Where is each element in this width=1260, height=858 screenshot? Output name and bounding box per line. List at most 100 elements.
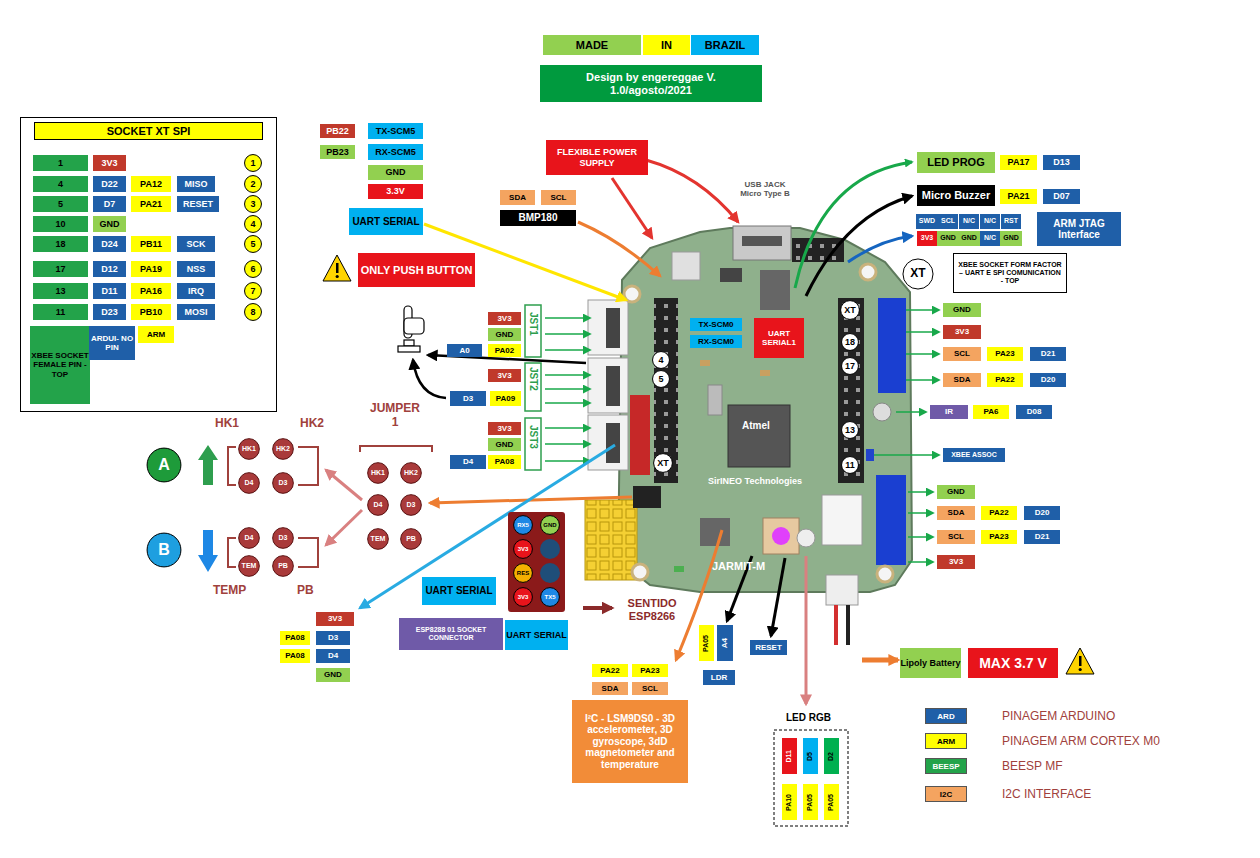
power-pin: 3V3 — [316, 612, 354, 626]
node-text: GND — [1003, 234, 1019, 242]
annotation-label: HK2 — [300, 417, 324, 431]
node-text: RESET — [755, 643, 782, 652]
leader-arrow — [805, 556, 808, 704]
circuit-board — [606, 423, 620, 463]
circuit-board — [585, 500, 637, 580]
sensor-note: I²C - LSM9DS0 - 3D accelerometer, 3D gyr… — [572, 700, 688, 783]
circle-outline — [514, 540, 533, 559]
circle-outline — [842, 422, 859, 439]
beesp-pin: 10 — [33, 216, 88, 232]
leader-arrow — [676, 530, 722, 660]
circle-outline — [541, 588, 560, 607]
header-number: XT — [840, 300, 860, 320]
node-text: PA09 — [496, 394, 515, 403]
esp-pin: 3V3 — [513, 539, 533, 559]
circuit-board — [700, 360, 710, 366]
leader-arrow — [360, 445, 615, 608]
arduino-pin: D24 — [93, 236, 126, 252]
circuit-board — [606, 366, 620, 406]
jst-bracket — [525, 363, 541, 411]
circle-outline — [368, 529, 389, 550]
arm-pin: PA22 — [987, 373, 1023, 387]
leader-arrow — [545, 460, 590, 462]
direction-arrow — [198, 445, 218, 485]
arm-pin: PA6 — [973, 405, 1009, 419]
node-text: 3V3 — [497, 424, 511, 433]
arm-pin: PA09 — [490, 391, 521, 406]
legend-swatch: BEESP — [925, 758, 967, 774]
esp-pin: RX5 — [513, 515, 533, 535]
circle-outline — [273, 528, 294, 549]
node-text: 8 — [250, 307, 255, 317]
arduino-pin: MOSI — [177, 304, 215, 320]
push-button-icon — [398, 306, 424, 352]
header-number: 11 — [841, 456, 859, 474]
circle-outline — [273, 439, 294, 460]
circle-outline — [239, 528, 260, 549]
callout-number: 3 — [244, 195, 262, 213]
arm-pin: PA02 — [488, 344, 521, 357]
leader-arrow — [545, 374, 590, 376]
arm-pin: PB10 — [131, 304, 171, 320]
node-text: XBEE SOCKET FORM FACTOR – UART E SPI COM… — [957, 261, 1063, 285]
circuit-board — [838, 298, 864, 483]
arduino-pin: D07 — [1043, 189, 1080, 204]
ground-pin: GND — [937, 485, 975, 499]
power-pin: 3V3 — [488, 312, 521, 325]
node-text: 3 — [250, 199, 255, 209]
jumper-pad: PB — [272, 555, 294, 577]
circle-outline — [653, 352, 670, 369]
leader-arrow — [583, 606, 612, 610]
uart-label: UART SERIAL — [422, 577, 495, 605]
circuit-board — [720, 268, 742, 282]
annotation-label: JST1 — [527, 312, 539, 336]
circle-outline — [514, 516, 533, 535]
node-text: PB — [406, 535, 416, 543]
led-pin: D2 — [824, 738, 838, 774]
warning-icon — [1079, 668, 1082, 671]
node-text: 13 — [845, 425, 855, 435]
jumper-pad: D3 — [400, 494, 422, 516]
circuit-board — [733, 226, 791, 260]
arduino-pin: D4 — [450, 455, 486, 469]
node-text: D21 — [1041, 349, 1056, 358]
node-text: 1 — [250, 158, 255, 168]
node-text: SCL — [941, 217, 955, 225]
annotation-label: PB — [297, 584, 314, 598]
circle-outline — [401, 529, 422, 550]
arduino-pin: LDR — [703, 670, 735, 685]
node-text: Micro Buzzer — [922, 189, 990, 202]
node-text: 11 — [845, 460, 855, 470]
node-text: TEM — [242, 562, 257, 570]
node-text: UART SERIAL — [352, 216, 419, 228]
node-text: TX-SCM5 — [376, 126, 416, 136]
jst-bracket — [525, 305, 541, 357]
beesp-pin: 5 — [33, 196, 88, 212]
node-text: LDR — [711, 673, 727, 682]
node-text: GND — [496, 440, 514, 449]
arm-pin: PA21 — [1000, 189, 1037, 204]
node-text: A4 — [720, 638, 729, 648]
node-text: 3.3V — [386, 186, 405, 196]
circuit-board — [633, 486, 661, 508]
node-text: D3 — [279, 534, 288, 542]
circle-outline — [245, 155, 262, 172]
node-text: NSS — [187, 264, 206, 274]
node-text: PA6 — [984, 407, 999, 416]
leader-arrow — [646, 160, 738, 222]
legend-text: PINAGEM ARM CORTEX M0 — [1002, 734, 1160, 748]
circuit-board — [674, 566, 684, 572]
ground-pin: GND — [488, 438, 521, 451]
callout-number: 7 — [244, 282, 262, 300]
circuit-board — [588, 358, 628, 413]
circle-outline — [541, 516, 560, 535]
jst-bracket — [525, 418, 541, 470]
legend-code: ARD — [937, 712, 954, 721]
ground-pin: MADE — [543, 35, 641, 55]
warning-icon — [323, 255, 351, 281]
node-text: D4 — [463, 457, 473, 466]
callout-number: 8 — [244, 303, 262, 321]
node-text: 3V3 — [921, 234, 933, 242]
node-text: D3 — [279, 479, 288, 487]
arduino-pin: D12 — [93, 261, 126, 277]
